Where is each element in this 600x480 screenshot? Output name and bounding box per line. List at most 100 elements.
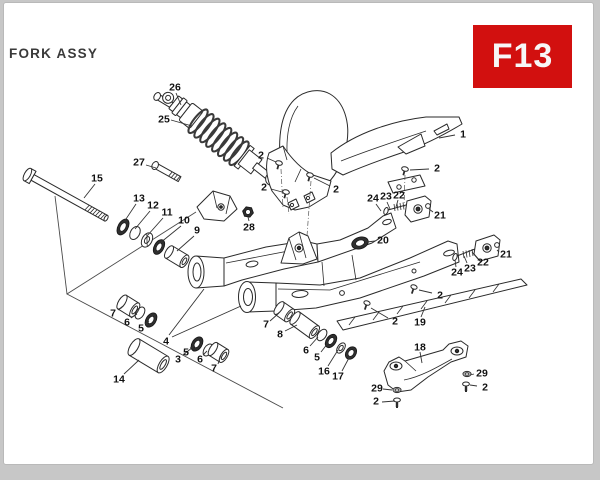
- callout-leader-line: [309, 336, 319, 347]
- callout-leader-line: [176, 235, 195, 252]
- callout-leader-line: [217, 354, 222, 365]
- part-number-callout: 7: [211, 363, 217, 375]
- part-number-callout: 1: [460, 129, 466, 141]
- callout-leader-line: [117, 305, 124, 311]
- part-number-callout: 27: [133, 157, 145, 169]
- wheel-seal: [351, 236, 369, 250]
- swingarm-far-arm: [187, 212, 397, 289]
- callout-leader-line: [270, 188, 283, 193]
- callout-leader-line: [428, 208, 434, 213]
- part-code-box: F13: [473, 25, 572, 88]
- part-number-callout: 19: [414, 317, 426, 329]
- part-number-callout: 18: [414, 342, 426, 354]
- axle-bearing-stack: [116, 218, 190, 268]
- part-number-callout: 2: [434, 163, 440, 175]
- callout-leader-line: [320, 342, 329, 353]
- callout-leader-line: [370, 307, 389, 319]
- pivot-spacer-tube: [127, 338, 170, 374]
- callout-leader-line: [269, 312, 280, 322]
- part-number-callout: 11: [161, 207, 172, 219]
- callout-leader-line: [375, 203, 382, 212]
- part-number-callout: 6: [124, 317, 130, 329]
- part-number-callout: 2: [482, 382, 488, 394]
- part-number-callout: 5: [183, 347, 189, 359]
- part-number-callout: 14: [113, 374, 125, 386]
- callout-leader-line: [145, 164, 157, 169]
- linkage-nut: [242, 206, 254, 218]
- callout-leader-line: [409, 168, 430, 171]
- swingarm-near-arm: [238, 240, 460, 313]
- callout-leader-line: [247, 216, 250, 222]
- part-number-callout: 7: [263, 319, 269, 331]
- chain-adjuster-upper: [383, 195, 432, 223]
- callout-leader-line: [469, 373, 475, 376]
- guard-fasteners: [392, 370, 472, 408]
- part-number-callout: 10: [178, 215, 190, 227]
- chain-slider: [336, 278, 528, 331]
- part-number-callout: 7: [110, 308, 116, 320]
- callout-leader-line: [313, 177, 331, 187]
- callout-leader-line: [170, 119, 193, 127]
- part-number-callout: 2: [373, 396, 379, 408]
- part-number-callout: 2: [392, 316, 398, 328]
- page-title: FORK ASSY: [9, 46, 99, 61]
- part-number-callout: 5: [314, 352, 320, 364]
- part-number-callout: 23: [464, 263, 476, 275]
- callout-leader-line: [123, 203, 137, 223]
- part-number-callout: 5: [138, 323, 144, 335]
- part-number-callout: 12: [147, 200, 159, 212]
- part-number-callout: 3: [175, 354, 181, 366]
- callout-leader-line: [284, 324, 298, 332]
- callout-leader-line: [454, 259, 457, 268]
- callout-leader-line: [202, 350, 208, 356]
- part-code-label: F13: [491, 37, 554, 75]
- part-number-callout: 22: [393, 190, 405, 202]
- callout-leader-line: [341, 355, 351, 372]
- part-number-callout: 21: [434, 210, 446, 222]
- callout-leader-line: [382, 388, 393, 391]
- chain-guard: [383, 340, 469, 393]
- rear-axle-bolt: [22, 167, 109, 222]
- callout-leader-line: [123, 359, 140, 375]
- callout-leader-line: [418, 289, 433, 294]
- callout-leader-line: [438, 134, 456, 139]
- callout-leader-line: [469, 384, 478, 387]
- callout-leader-line: [175, 92, 182, 106]
- part-number-callout: 29: [476, 368, 488, 380]
- part-number-callout: 2: [437, 290, 443, 302]
- part-number-callout: 21: [500, 249, 512, 261]
- part-number-callout: 4: [163, 336, 169, 348]
- callout-leader-line: [182, 346, 194, 356]
- part-number-callout: 2: [261, 182, 267, 194]
- callout-leader-line: [420, 306, 426, 318]
- part-number-callout: 16: [318, 366, 330, 378]
- callout-leader-line: [381, 400, 396, 403]
- part-number-callout: 13: [133, 193, 145, 205]
- chain-adjuster-lower: [452, 234, 501, 262]
- part-number-callout: 2: [333, 184, 339, 196]
- callout-leader-line: [83, 183, 96, 199]
- pivot-bushing-set-center: [273, 301, 358, 360]
- linkage-bracket: [196, 190, 238, 222]
- callout-leader-line: [395, 199, 399, 208]
- shock-spring: [187, 108, 250, 167]
- part-number-callout: 6: [197, 354, 203, 366]
- pivot-bushing-set-left: [116, 294, 230, 363]
- part-number-callout: 8: [277, 329, 283, 341]
- callout-leader-line: [496, 249, 500, 253]
- part-number-callout: 20: [377, 235, 389, 247]
- callout-leader-line: [130, 313, 138, 319]
- part-number-callout: 15: [91, 173, 103, 185]
- axle-nut: [344, 346, 358, 360]
- callout-leader-line: [419, 351, 423, 364]
- part-number-callout: 25: [158, 114, 170, 126]
- callout-leader-line: [386, 201, 391, 210]
- part-number-callout: 23: [380, 191, 392, 203]
- part-number-callout: 2: [258, 150, 264, 162]
- callout-leader-line: [327, 349, 339, 367]
- mudguard-front: [266, 90, 349, 211]
- callout-leader-line: [159, 225, 182, 244]
